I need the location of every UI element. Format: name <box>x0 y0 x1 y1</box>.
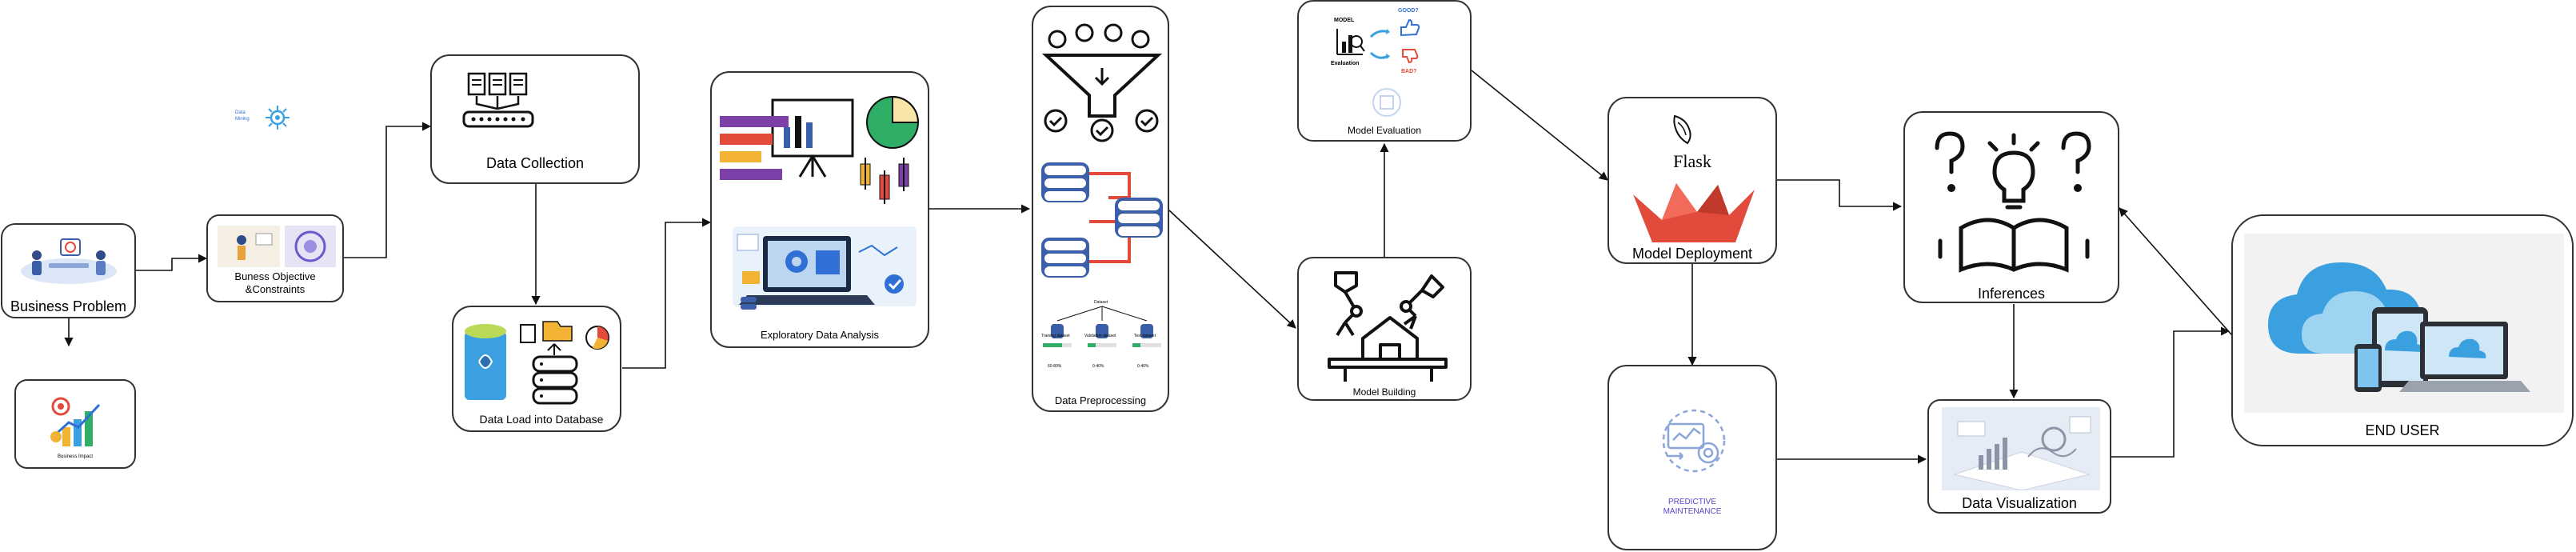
flask-logo-text: Flask <box>1673 151 1711 171</box>
database-load-icon <box>465 321 609 405</box>
data-visualization-label: Data Visualization <box>1962 495 2077 511</box>
predictive-maintenance-label-1: PREDICTIVE <box>1667 498 1716 506</box>
model-deployment-label: Model Deployment <box>1631 246 1753 262</box>
data-collection-label: Data Collection <box>485 155 585 171</box>
data-collection-server-icon <box>462 72 534 128</box>
model-eval-evaluation-text: Evaluation <box>1331 61 1360 66</box>
business-objective-node[interactable]: Buness Objective &Constraints <box>206 214 344 302</box>
model-building-label: Model Building <box>1352 386 1416 398</box>
model-eval-model-text: MODEL <box>1334 18 1355 23</box>
end-user-label: END USER <box>2365 422 2440 438</box>
inferences-node[interactable]: Inferences <box>1903 111 2119 303</box>
model-eval-arrows-icon <box>1369 29 1390 59</box>
edge-preprocessing-to-building <box>1168 210 1296 329</box>
growth-target-chart-icon <box>50 397 101 446</box>
business-problem-label: Business Problem <box>10 298 127 314</box>
predictive-maintenance-node[interactable]: PREDICTIVE MAINTENANCE <box>1608 365 1777 550</box>
thumbs-down-icon <box>1402 49 1419 64</box>
split-test-pct: 0-40% <box>1137 364 1149 369</box>
model-eval-good-text: GOOD? <box>1398 8 1419 14</box>
split-validation-label: Validation dataset <box>1084 334 1116 338</box>
eda-charts-illustration-icon <box>720 95 920 310</box>
thumbs-up-icon <box>1400 18 1420 37</box>
model-deployment-node[interactable]: Flask Model Deployment <box>1608 97 1777 264</box>
end-user-node[interactable]: END USER <box>2231 214 2574 446</box>
split-validation-pct: 0-40% <box>1092 364 1104 369</box>
inferences-label: Inferences <box>1977 286 2046 302</box>
flask-logo-icon <box>1673 114 1691 145</box>
edge-problem-to-objective <box>136 254 208 271</box>
edge-objective-to-collection <box>344 122 432 258</box>
split-dataset-label: Dataset <box>1094 300 1108 305</box>
data-visualization-node[interactable]: Data Visualization <box>1927 399 2111 514</box>
edge-enduser-inferences-bidir <box>2119 207 2240 344</box>
data-preprocessing-label: Data Preprocessing <box>1054 394 1147 406</box>
business-objective-label-line2: &Constraints <box>245 283 306 295</box>
business-impact-tiny-label: Business Impact <box>57 454 94 459</box>
data-load-node[interactable]: Data Load into Database <box>452 306 621 432</box>
data-mining-tiny-label-2: Mining <box>235 117 250 122</box>
split-training-label: Training dataset <box>1041 334 1070 338</box>
robot-arms-building-icon <box>1328 271 1448 382</box>
model-evaluation-node[interactable]: MODEL Evaluation GOOD? BAD? Model Evalua… <box>1297 0 1472 142</box>
preprocessing-illustration-icon <box>1041 23 1163 347</box>
data-mining-tiny-label-1: Data <box>235 110 246 115</box>
data-load-label: Data Load into Database <box>479 413 604 426</box>
eda-label: Exploratory Data Analysis <box>760 329 880 341</box>
data-preprocessing-node[interactable]: Dataset Training dataset Validation data… <box>1032 6 1169 412</box>
model-evaluation-label: Model Evaluation <box>1347 125 1422 136</box>
inferences-reader-bulb-icon <box>1935 131 2091 273</box>
business-people-illustration-icon <box>21 238 117 284</box>
data-mining-tiny-icon: Data Mining <box>234 104 298 131</box>
data-collection-node[interactable]: Data Collection <box>430 54 640 184</box>
edge-load-to-eda <box>622 218 712 369</box>
split-training-pct: 60-80% <box>1048 364 1062 369</box>
gear-network-icon <box>266 106 290 130</box>
predictive-maintenance-icon <box>1662 409 1726 473</box>
model-eval-bad-text: BAD? <box>1401 69 1417 74</box>
model-building-node[interactable]: Model Building <box>1297 257 1472 401</box>
edge-deployment-to-inferences <box>1777 179 1903 211</box>
data-visualization-dashboard-icon <box>1942 407 2100 490</box>
business-problem-node[interactable]: Business Problem <box>1 223 136 318</box>
faint-model-icon <box>1372 88 1401 117</box>
predictive-maintenance-label-2: MAINTENANCE <box>1663 507 1722 516</box>
edge-evaluation-to-deployment <box>1471 70 1608 181</box>
cloud-devices-icon <box>2244 234 2564 413</box>
edge-visualization-to-enduser <box>2111 326 2231 458</box>
objective-illustration-icon <box>218 226 336 267</box>
deployment-red-boat-icon <box>1633 183 1755 242</box>
model-eval-chart-icon <box>1336 29 1365 55</box>
eda-node[interactable]: Exploratory Data Analysis <box>710 71 929 348</box>
business-objective-label-line1: Buness Objective <box>234 270 316 282</box>
split-test-label: Test dataset <box>1134 334 1156 338</box>
business-impact-node[interactable]: Business Impact <box>14 379 136 469</box>
